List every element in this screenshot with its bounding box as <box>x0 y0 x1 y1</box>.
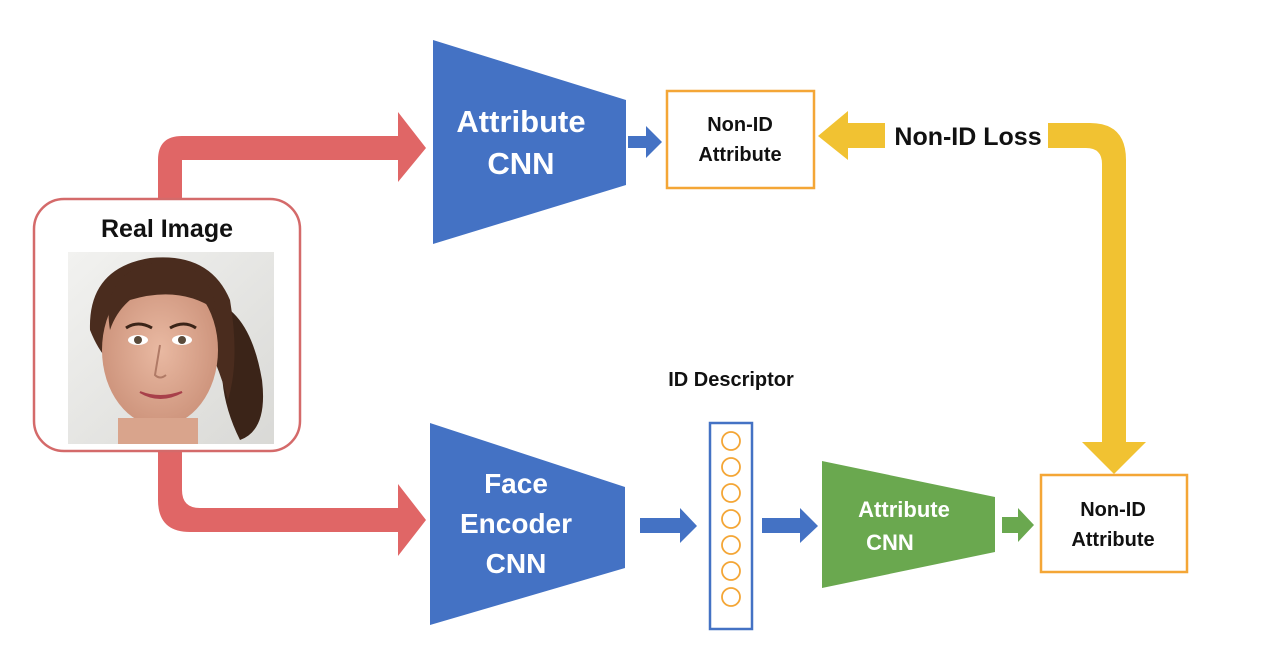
red-arrow-to-attribute-cnn <box>158 112 426 200</box>
blue-arrow-top <box>628 126 662 158</box>
yellow-loss-arrow <box>818 111 1146 474</box>
blue-arrow-encoder-to-descriptor <box>640 508 697 543</box>
attribute-cnn-top-line2: CNN <box>487 146 554 181</box>
face-photo-icon <box>68 252 274 444</box>
real-image-title: Real Image <box>101 215 233 243</box>
id-descriptor-node <box>721 587 741 607</box>
id-descriptor-node <box>721 483 741 503</box>
id-descriptor-node <box>721 561 741 581</box>
id-descriptor-node <box>721 509 741 529</box>
non-id-attribute-bottom-box <box>1039 473 1189 574</box>
red-arrow-to-face-encoder <box>158 452 426 556</box>
non-id-attribute-bottom-line1: Non-ID <box>1080 499 1146 521</box>
non-id-attribute-bottom-line2: Attribute <box>1071 529 1154 551</box>
id-descriptor-node <box>721 535 741 555</box>
face-encoder-line2: Encoder <box>460 508 572 539</box>
non-id-attribute-top-line2: Attribute <box>698 144 781 166</box>
attribute-cnn-bottom-line2: CNN <box>866 530 914 555</box>
id-descriptor-label: ID Descriptor <box>668 369 794 391</box>
id-descriptor-node <box>721 457 741 477</box>
face-encoder-line1: Face <box>484 468 548 499</box>
green-arrow-to-non-id-bottom <box>1002 508 1034 542</box>
attribute-cnn-bottom-line1: Attribute <box>858 497 950 522</box>
attribute-cnn-bottom-block <box>822 461 995 588</box>
blue-arrow-descriptor-to-attribute <box>762 508 818 543</box>
attribute-cnn-top-line1: Attribute <box>456 104 585 139</box>
attribute-cnn-top-block <box>433 40 626 244</box>
non-id-attribute-top-line1: Non-ID <box>707 114 773 136</box>
non-id-loss-label: Non-ID Loss <box>894 123 1041 151</box>
id-descriptor-nodes <box>721 431 741 607</box>
face-encoder-line3: CNN <box>486 548 547 579</box>
face-encoder-cnn-block <box>430 423 625 625</box>
non-id-attribute-top-box <box>665 89 816 190</box>
id-descriptor-node <box>721 431 741 451</box>
